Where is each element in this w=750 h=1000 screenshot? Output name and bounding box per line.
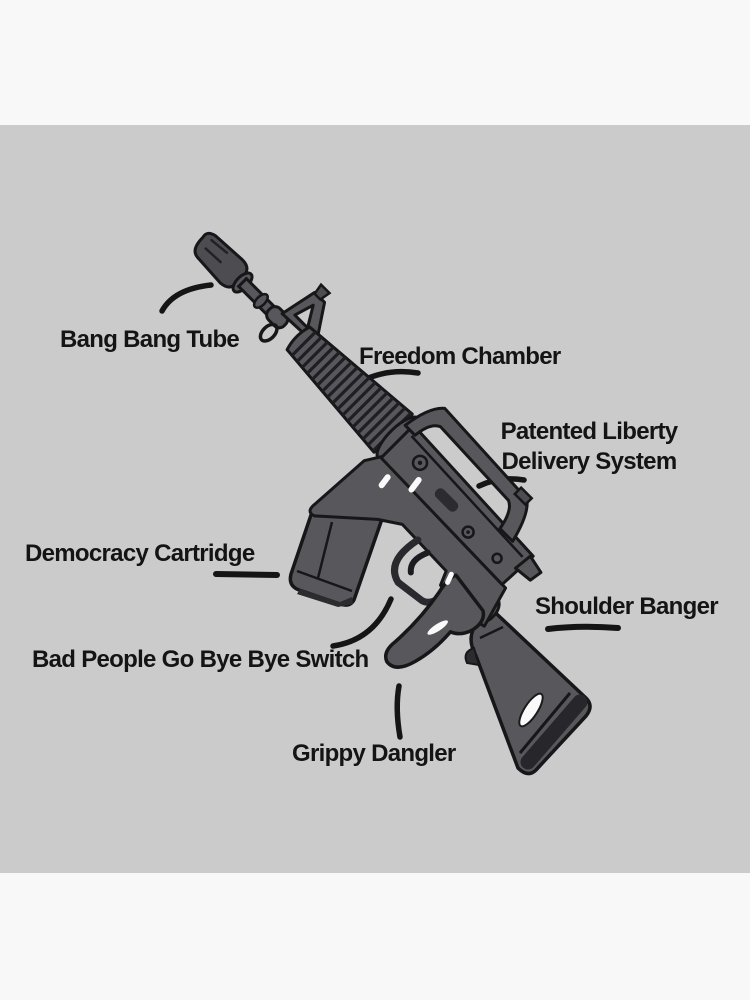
receiver-highlights [378, 474, 454, 585]
label-bad-people-go-bye-bye-switch: Bad People Go Bye Bye Switch [32, 646, 369, 673]
label-patented-line2: Delivery System [501, 448, 678, 475]
grip-highlight [427, 620, 448, 635]
stock [464, 595, 592, 776]
butt-plate [520, 694, 588, 770]
leader-shoulder-banger [545, 623, 621, 632]
leader-bang-bang-tube [159, 282, 214, 314]
label-freedom-chamber: Freedom Chamber [359, 343, 561, 370]
label-democracy-cartridge: Democracy Cartridge [25, 540, 255, 567]
leader-grippy-dangler [394, 683, 403, 740]
label-patented-line1: Patented Liberty [500, 418, 679, 445]
leader-democracy-cartridge [213, 571, 280, 578]
rear-pin [491, 552, 503, 565]
pistol-grip [383, 573, 486, 669]
rear-sight [512, 485, 534, 507]
trigger [407, 549, 431, 576]
sling-swivel [258, 322, 279, 343]
leader-bad-people-switch [330, 596, 394, 649]
barrel [236, 276, 290, 330]
stock-slot-highlight [518, 692, 544, 728]
flash-hider [193, 231, 254, 294]
label-shoulder-banger: Shoulder Banger [535, 593, 719, 620]
carry-handle [403, 406, 534, 543]
charging-handle [513, 554, 543, 582]
label-grippy-dangler: Grippy Dangler [292, 740, 456, 767]
label-patented-liberty-delivery-system: Patented Liberty Delivery System [488, 417, 690, 477]
stock-latch [464, 646, 481, 667]
rifle-body [193, 231, 543, 669]
magazine [288, 510, 384, 607]
label-bang-bang-tube: Bang Bang Tube [60, 326, 240, 353]
